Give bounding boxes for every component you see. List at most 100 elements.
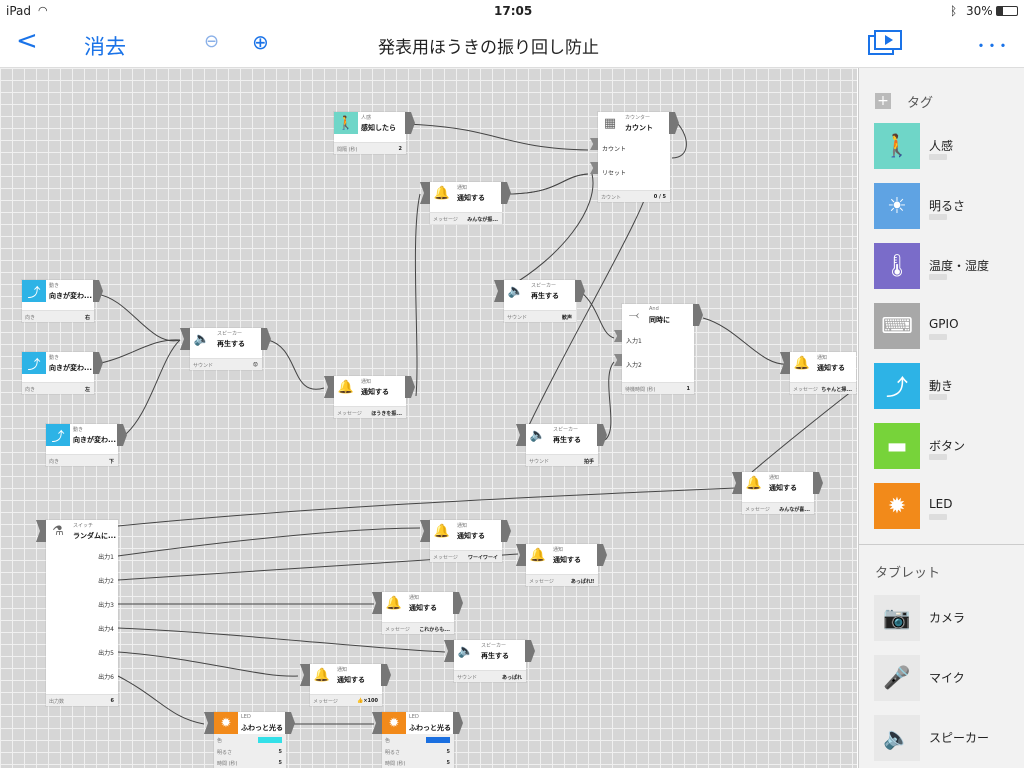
output-port[interactable] <box>405 112 415 134</box>
output-port[interactable] <box>381 664 391 686</box>
input-port[interactable] <box>614 354 622 366</box>
camera-icon: 📷 <box>874 595 920 641</box>
input-port[interactable] <box>420 520 430 542</box>
sidebar-item-human-sensor[interactable]: 🚶 人感 <box>859 116 1024 176</box>
sidebar-item-speaker[interactable]: 🔈 スピーカー <box>859 708 1024 768</box>
output-port[interactable] <box>693 304 703 326</box>
counter-icon: ▦ <box>603 115 617 131</box>
input-port[interactable] <box>516 544 526 566</box>
speaker-node[interactable]: 🔈 スピーカー 再生する サウンドあっぱれ <box>444 640 535 682</box>
input-port[interactable] <box>590 138 598 150</box>
node-param-label: 間隔 (秒) <box>337 147 358 153</box>
output-port[interactable] <box>405 376 415 398</box>
node-category: 通知 <box>769 475 780 481</box>
notify-node[interactable]: 🔔 通知 通知する メッセージ👍×100 <box>300 664 391 706</box>
movement-node[interactable]: ⤴ 動き 向きが変わ... 向き下 <box>46 424 127 466</box>
output-port[interactable] <box>597 424 607 446</box>
sidebar-item-microphone[interactable]: 🎤 マイク <box>859 648 1024 708</box>
input-port[interactable] <box>36 520 46 542</box>
human-sensor-node[interactable]: 🚶 人感 感知したら 間隔 (秒)2 <box>334 112 415 154</box>
node-param-value: みんなが喜... <box>779 507 810 513</box>
node-action: 通知する <box>409 604 437 612</box>
output-port[interactable] <box>93 352 103 374</box>
speaker-node[interactable]: 🔈 スピーカー 再生する サウンド歓声 <box>494 280 585 322</box>
node-action: ふわっと光る <box>241 724 283 732</box>
node-category: スピーカー <box>553 427 579 433</box>
zoom-in-icon[interactable]: ⊕ <box>252 30 269 54</box>
input-port[interactable] <box>180 328 190 350</box>
input-port[interactable] <box>300 664 310 686</box>
zoom-out-icon[interactable]: ⊖ <box>204 31 220 52</box>
random-switch-node[interactable]: ⚗ スイッチ ランダムに... 出力1 出力2 出力3 出力4 出力5 出力6 … <box>36 520 118 706</box>
output-port[interactable] <box>813 472 823 494</box>
play-recipe-icon[interactable] <box>868 30 902 56</box>
notify-node[interactable]: 🔔 通知 通知する メッセージちゃんと掃... <box>780 352 856 394</box>
input-port[interactable] <box>516 424 526 446</box>
output-port[interactable] <box>261 328 271 350</box>
input-port[interactable] <box>372 712 382 734</box>
clear-button[interactable]: 消去 <box>84 35 126 59</box>
led-time-label: 時間 (秒) <box>217 761 238 767</box>
sidebar-item-led[interactable]: ✹ LED <box>859 476 1024 536</box>
output-port[interactable] <box>453 592 463 614</box>
movement-node[interactable]: ⤴ 動き 向きが変わ... 向き左 <box>22 352 103 394</box>
notify-node[interactable]: 🔔 通知 通知する メッセージほうきを振... <box>324 376 415 418</box>
sidebar-item-temperature[interactable]: 🌡 温度・湿度 <box>859 236 1024 296</box>
sidebar-item-brightness[interactable]: ☀ 明るさ <box>859 176 1024 236</box>
recipe-canvas[interactable]: 🚶 人感 感知したら 間隔 (秒)2 ▦ カウンター カウント カウント リセッ… <box>0 68 857 768</box>
led-time-value: 5 <box>446 760 450 766</box>
navigation-bar: < 消去 ⊖ ⊕ 発表用ほうきの振り回し防止 ･･･ <box>0 22 1024 68</box>
more-menu-button[interactable]: ･･･ <box>976 34 1009 58</box>
output-port[interactable] <box>669 112 679 134</box>
sidebar-item-movement[interactable]: ⤴ 動き <box>859 356 1024 416</box>
input-port[interactable] <box>590 162 598 174</box>
notify-node[interactable]: 🔔 通知 通知する メッセージこれからも... <box>372 592 463 634</box>
sidebar-item-gpio[interactable]: ⌨ GPIO <box>859 296 1024 356</box>
notify-node[interactable]: 🔔 通知 通知する メッセージあっぱれ‼︎ <box>516 544 607 586</box>
output-label-4: 出力4 <box>98 626 114 633</box>
input-port[interactable] <box>614 330 622 342</box>
input-port[interactable] <box>444 640 454 662</box>
node-action: 向きが変わ... <box>49 364 92 372</box>
led-node[interactable]: ✹ LED ふわっと光る 色 明るさ 5 時間 (秒) 5 <box>204 712 295 768</box>
input-port[interactable] <box>780 352 790 374</box>
speaker-node[interactable]: 🔈 スピーカー 再生する サウンド😡 <box>180 328 271 370</box>
input-port[interactable] <box>732 472 742 494</box>
sidebar-item-button[interactable]: ▬ ボタン <box>859 416 1024 476</box>
add-tag-icon[interactable]: + <box>875 93 891 109</box>
notify-node[interactable]: 🔔 通知 通知する メッセージワーイワーイ <box>420 520 511 562</box>
input-port[interactable] <box>204 712 214 734</box>
speaker-icon: 🔈 <box>507 283 525 299</box>
input-port[interactable] <box>324 376 334 398</box>
notify-node[interactable]: 🔔 通知 通知する メッセージみんなが振... <box>420 182 511 224</box>
movement-node[interactable]: ⤴ 動き 向きが変わ... 向き右 <box>22 280 103 322</box>
notify-node[interactable]: 🔔 通知 通知する メッセージみんなが喜... <box>732 472 823 514</box>
output-port[interactable] <box>597 544 607 566</box>
input-port[interactable] <box>494 280 504 302</box>
node-action: 通知する <box>769 484 797 492</box>
speaker-node[interactable]: 🔈 スピーカー 再生する サウンド拍手 <box>516 424 607 466</box>
bell-icon: 🔔 <box>745 475 763 491</box>
input-port[interactable] <box>420 182 430 204</box>
back-button[interactable]: < <box>16 26 38 56</box>
and-node[interactable]: ⤙ And 同時に 入力1 入力2 待機時間 (秒)1 <box>614 304 703 394</box>
section-divider <box>859 544 1024 545</box>
input-port[interactable] <box>372 592 382 614</box>
output-port[interactable] <box>501 520 511 542</box>
bell-icon: 🔔 <box>385 595 403 611</box>
output-port[interactable] <box>525 640 535 662</box>
led-brightness-label: 明るさ <box>217 750 233 756</box>
output-port[interactable] <box>501 182 511 204</box>
output-port[interactable] <box>285 712 295 734</box>
node-category: 通知 <box>553 547 564 553</box>
sidebar-item-camera[interactable]: 📷 カメラ <box>859 588 1024 648</box>
node-param-label: 向き <box>25 315 36 321</box>
output-port[interactable] <box>117 424 127 446</box>
led-brightness-value: 5 <box>278 749 282 755</box>
led-node[interactable]: ✹ LED ふわっと光る 色 明るさ 5 時間 (秒) 5 <box>372 712 463 768</box>
output-port[interactable] <box>93 280 103 302</box>
output-port[interactable] <box>453 712 463 734</box>
output-port[interactable] <box>575 280 585 302</box>
node-category: 通知 <box>457 185 468 191</box>
